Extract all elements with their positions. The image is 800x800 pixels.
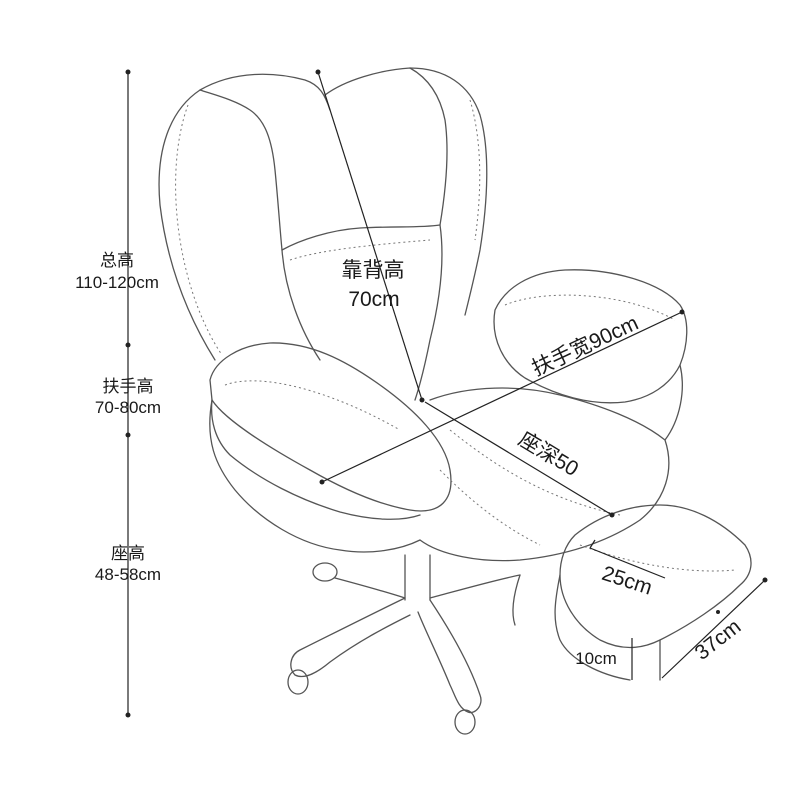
- star-base: [290, 574, 521, 714]
- armrest-height-value: 70-80cm: [95, 398, 161, 417]
- caster-left: [287, 669, 309, 695]
- footrest-length-label: 25cm: [599, 562, 655, 600]
- armrest-width-line: [321, 311, 683, 483]
- seat-depth-label: 座深50: [514, 428, 582, 481]
- backrest-height-name: 靠背高: [342, 259, 405, 282]
- footrest-width-line: [661, 579, 766, 679]
- seat-cushion: [419, 387, 670, 562]
- caster-back-left: [312, 562, 338, 582]
- left-armrest: [209, 342, 452, 512]
- chair-illustration: [158, 67, 752, 735]
- dimension-lines: [125, 69, 768, 718]
- seat-height-name: 座高: [111, 544, 145, 563]
- backrest-right-lobe: [324, 67, 488, 316]
- gas-lift: [404, 554, 431, 601]
- footrest: [559, 504, 752, 649]
- armrest-height-name: 扶手高: [103, 377, 154, 396]
- backrest-cushion: [281, 224, 443, 401]
- total-height-value: 110-120cm: [75, 273, 159, 292]
- footrest-width-label: 37cm: [691, 615, 746, 665]
- footrest-length-line: [589, 547, 666, 579]
- armrest-width-label: 扶手宽90cm: [529, 312, 642, 381]
- backrest-height-value: 70cm: [348, 288, 399, 311]
- dimension-labels: 总高 110-120cm 扶手高 70-80cm 座高 48-58cm 靠背高 …: [75, 251, 745, 668]
- backrest-height-line: [317, 71, 423, 401]
- seat-height-value: 48-58cm: [95, 565, 161, 584]
- backrest-left-lobe: [158, 73, 331, 361]
- total-height-name: 总高: [100, 251, 134, 270]
- footrest-height-label: 10cm: [575, 649, 617, 668]
- seat-depth-line: [424, 401, 613, 516]
- caster-front: [454, 709, 476, 735]
